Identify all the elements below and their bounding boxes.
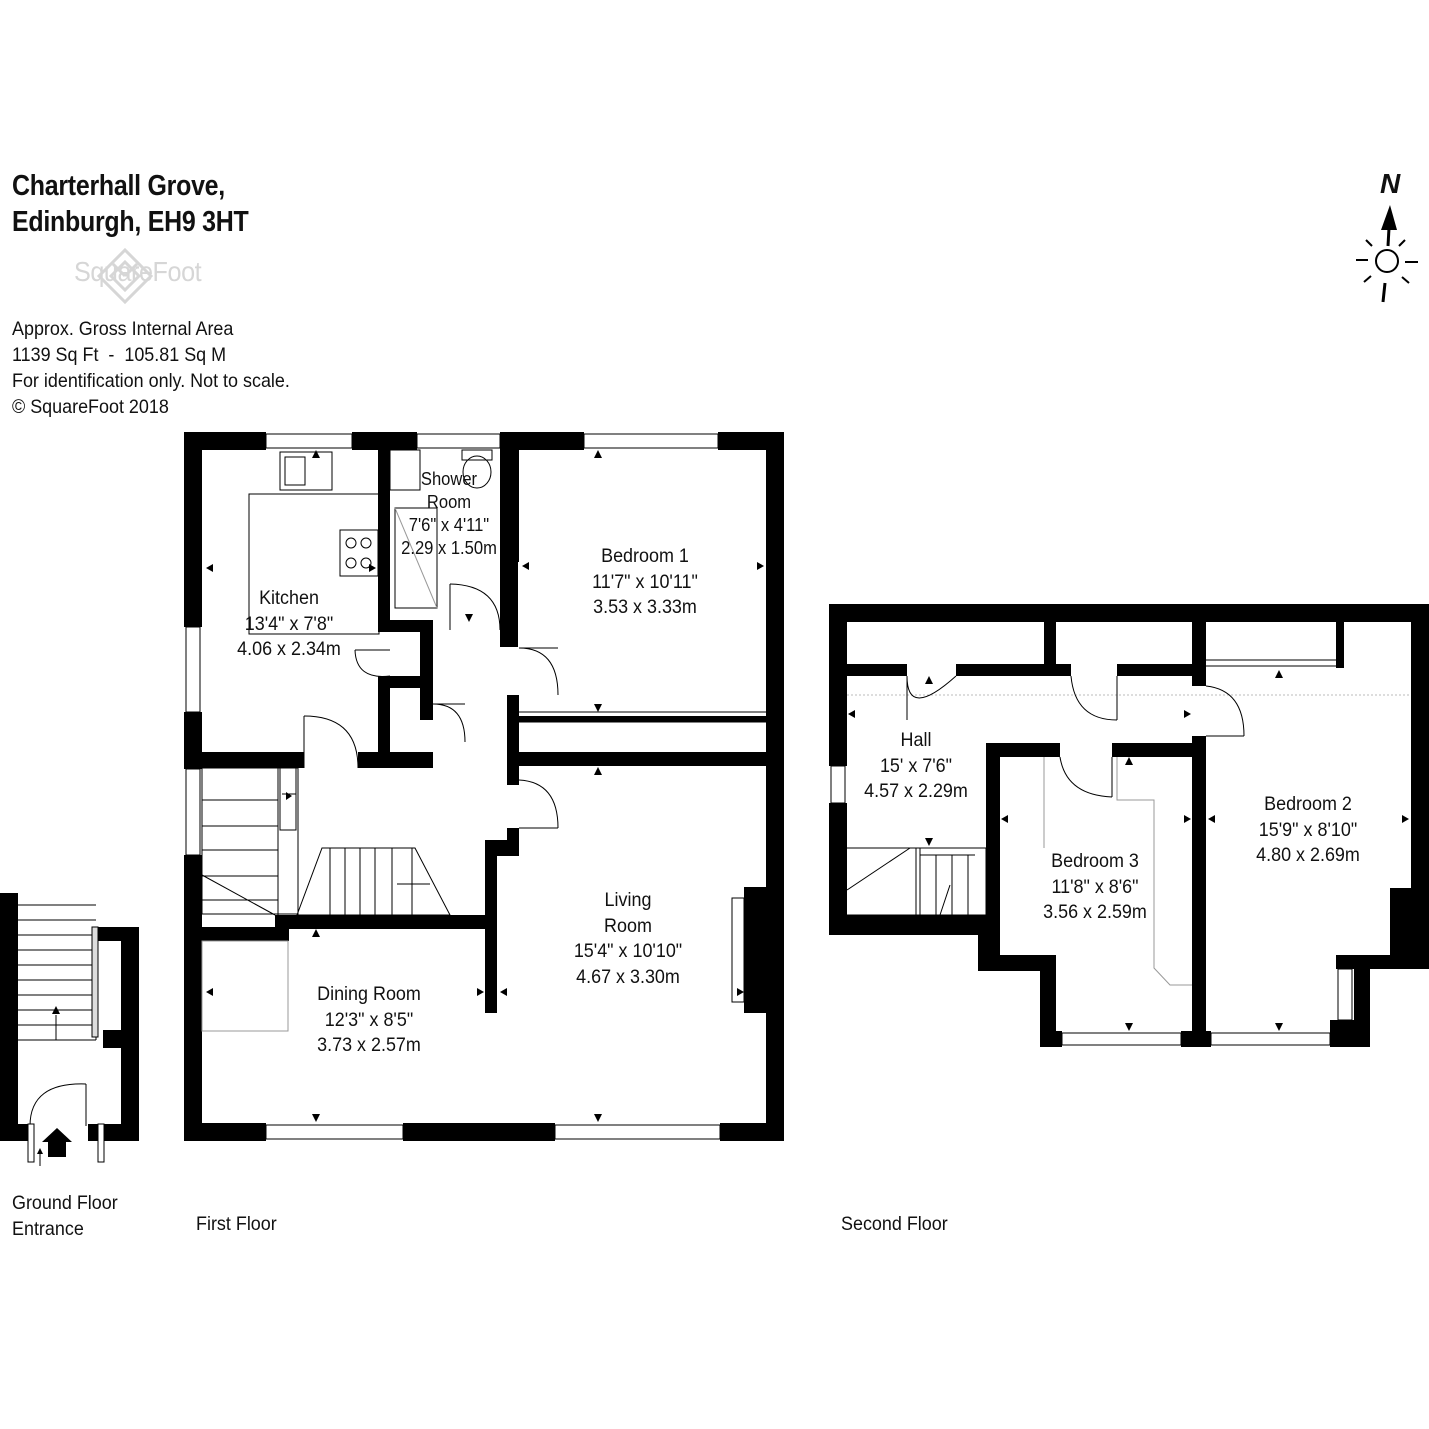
room-bedroom-1: Bedroom 1 11'7" x 10'11" 3.53 x 3.33m: [592, 544, 698, 621]
room-bedroom-3: Bedroom 3 11'8" x 8'6" 3.56 x 2.59m: [1043, 849, 1147, 926]
room-metric: 4.67 x 3.30m: [576, 965, 680, 988]
compass-label: N: [1380, 168, 1401, 199]
room-metric: 2.29 x 1.50m: [401, 538, 497, 558]
room-name-2: Room: [426, 492, 472, 512]
floor-label-first: First Floor: [196, 1213, 277, 1235]
room-imperial: 15'4" x 10'10": [573, 940, 683, 962]
room-metric: 3.73 x 2.57m: [317, 1034, 421, 1056]
property-address: Charterhall Grove, Edinburgh, EH9 3HT: [12, 168, 249, 240]
room-name: Bedroom 3: [1051, 850, 1139, 872]
room-imperial: 13'4" x 7'8": [244, 612, 334, 635]
room-metric: 4.80 x 2.69m: [1256, 844, 1360, 866]
info-line-1: Approx. Gross Internal Area: [12, 318, 234, 340]
room-bedroom-2: Bedroom 2 15'9" x 8'10" 4.80 x 2.69m: [1256, 792, 1360, 869]
room-imperial: 11'7" x 10'11": [592, 570, 698, 593]
ground-floor-plan: [0, 893, 139, 1166]
address-line-2: Edinburgh, EH9 3HT: [12, 206, 249, 238]
room-name: Bedroom 2: [1264, 793, 1352, 815]
floor-label-ground-line-1: Ground Floor: [12, 1192, 118, 1214]
room-name: Bedroom 1: [601, 545, 689, 567]
room-imperial: 7'6" x 4'11": [408, 515, 490, 535]
room-name: Hall: [900, 729, 932, 751]
room-name: Living: [604, 889, 652, 911]
info-line-3: For identification only. Not to scale.: [12, 370, 290, 392]
brand-name: SquareFoot: [74, 256, 202, 287]
room-imperial: 11'8" x 8'6": [1051, 875, 1139, 898]
second-floor-plan: [829, 604, 1429, 1047]
floor-label-ground-line-2: Entrance: [12, 1218, 84, 1240]
room-name: Dining Room: [317, 983, 421, 1005]
room-kitchen: Kitchen 13'4" x 7'8" 4.06 x 2.34m: [237, 586, 341, 663]
room-imperial: 12'3" x 8'5": [324, 1008, 414, 1031]
room-name: Kitchen: [259, 587, 319, 609]
diamond-logo-icon: [96, 247, 154, 305]
room-dining: Dining Room 12'3" x 8'5" 3.73 x 2.57m: [317, 982, 421, 1059]
room-name: Shower: [420, 469, 478, 489]
info-line-2: 1139 Sq Ft - 105.81 Sq M: [12, 344, 227, 366]
room-metric: 4.06 x 2.34m: [237, 638, 341, 660]
room-living: Living Room 15'4" x 10'10" 4.67 x 3.30m: [574, 888, 682, 990]
first-floor-plan: [184, 432, 784, 1141]
room-imperial: 15' x 7'6": [879, 754, 953, 777]
room-name-2: Room: [604, 914, 652, 937]
room-imperial: 15'9" x 8'10": [1258, 818, 1358, 841]
floor-label-second: Second Floor: [841, 1213, 948, 1235]
room-shower: Shower Room 7'6" x 4'11" 2.29 x 1.50m: [401, 468, 497, 560]
room-metric: 3.56 x 2.59m: [1043, 901, 1147, 923]
room-metric: 4.57 x 2.29m: [864, 780, 968, 802]
room-metric: 3.53 x 3.33m: [593, 596, 697, 618]
room-hall: Hall 15' x 7'6" 4.57 x 2.29m: [864, 728, 968, 805]
info-line-4: © SquareFoot 2018: [12, 396, 169, 418]
floor-label-ground: Ground Floor Entrance: [12, 1190, 118, 1242]
area-info: Approx. Gross Internal Area 1139 Sq Ft -…: [12, 316, 290, 420]
address-line-1: Charterhall Grove,: [12, 170, 225, 202]
